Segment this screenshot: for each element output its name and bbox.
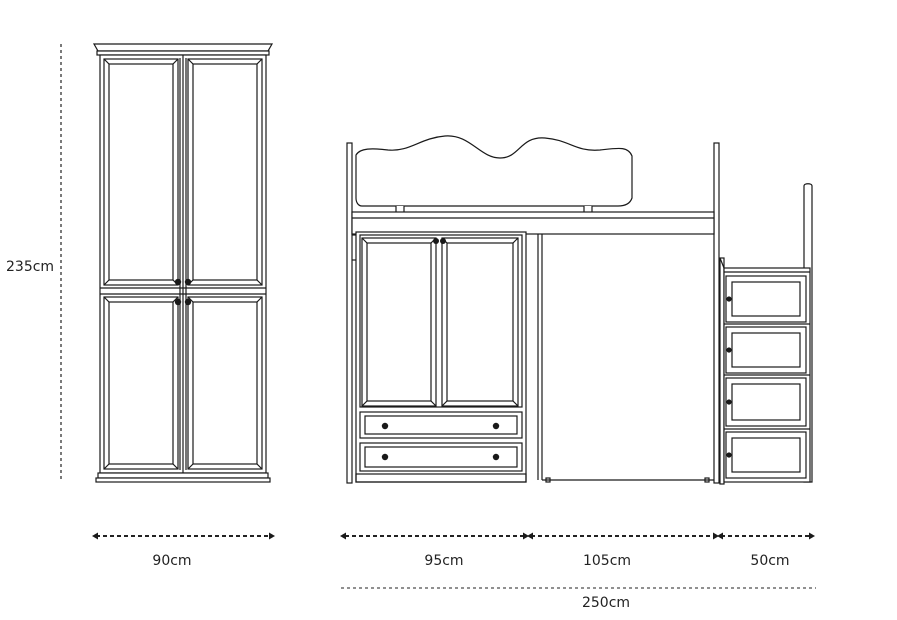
knob-icon [726, 347, 732, 353]
knob-icon [492, 422, 500, 430]
standalone-wardrobe [92, 43, 274, 483]
triangle-arrow-icon [809, 532, 815, 540]
knob-icon [184, 278, 192, 286]
built-in-wardrobe [355, 231, 527, 483]
triangle-arrow-icon [340, 532, 346, 540]
triangle-arrow-icon [717, 532, 723, 540]
knob-icon [381, 422, 389, 430]
bed-guard-rail [355, 135, 633, 207]
triangle-arrow-icon [527, 532, 533, 540]
triangle-arrow-icon [92, 532, 98, 540]
staircase-drawers [719, 183, 813, 485]
loft-bed [346, 135, 720, 484]
total-width-label: 250cm [581, 595, 631, 611]
knob-icon [433, 238, 439, 244]
dimension-arrows [92, 532, 815, 540]
knob-icon [174, 278, 182, 286]
triangle-arrow-icon [269, 532, 275, 540]
knob-icon [492, 453, 500, 461]
stairs-width-label: 50cm [750, 553, 790, 569]
knob-icon [440, 238, 446, 244]
triangle-arrow-icon [523, 532, 529, 540]
staircase-knobs [726, 296, 732, 458]
wardrobe-width-label: 90cm [152, 553, 192, 569]
knob-icon [381, 453, 389, 461]
knob-icon [726, 399, 732, 405]
knob-icon [726, 452, 732, 458]
bed-middle-width-label: 105cm [582, 553, 632, 569]
triangle-arrow-icon [713, 532, 719, 540]
bed-wardrobe-width-label: 95cm [424, 553, 464, 569]
knob-icon [174, 298, 182, 306]
height-label: 235cm [6, 259, 55, 275]
wardrobe-knobs [174, 278, 192, 306]
knob-icon [726, 296, 732, 302]
dimension-lines [60, 44, 816, 589]
built-in-wardrobe-knobs [381, 238, 500, 461]
knob-icon [184, 298, 192, 306]
